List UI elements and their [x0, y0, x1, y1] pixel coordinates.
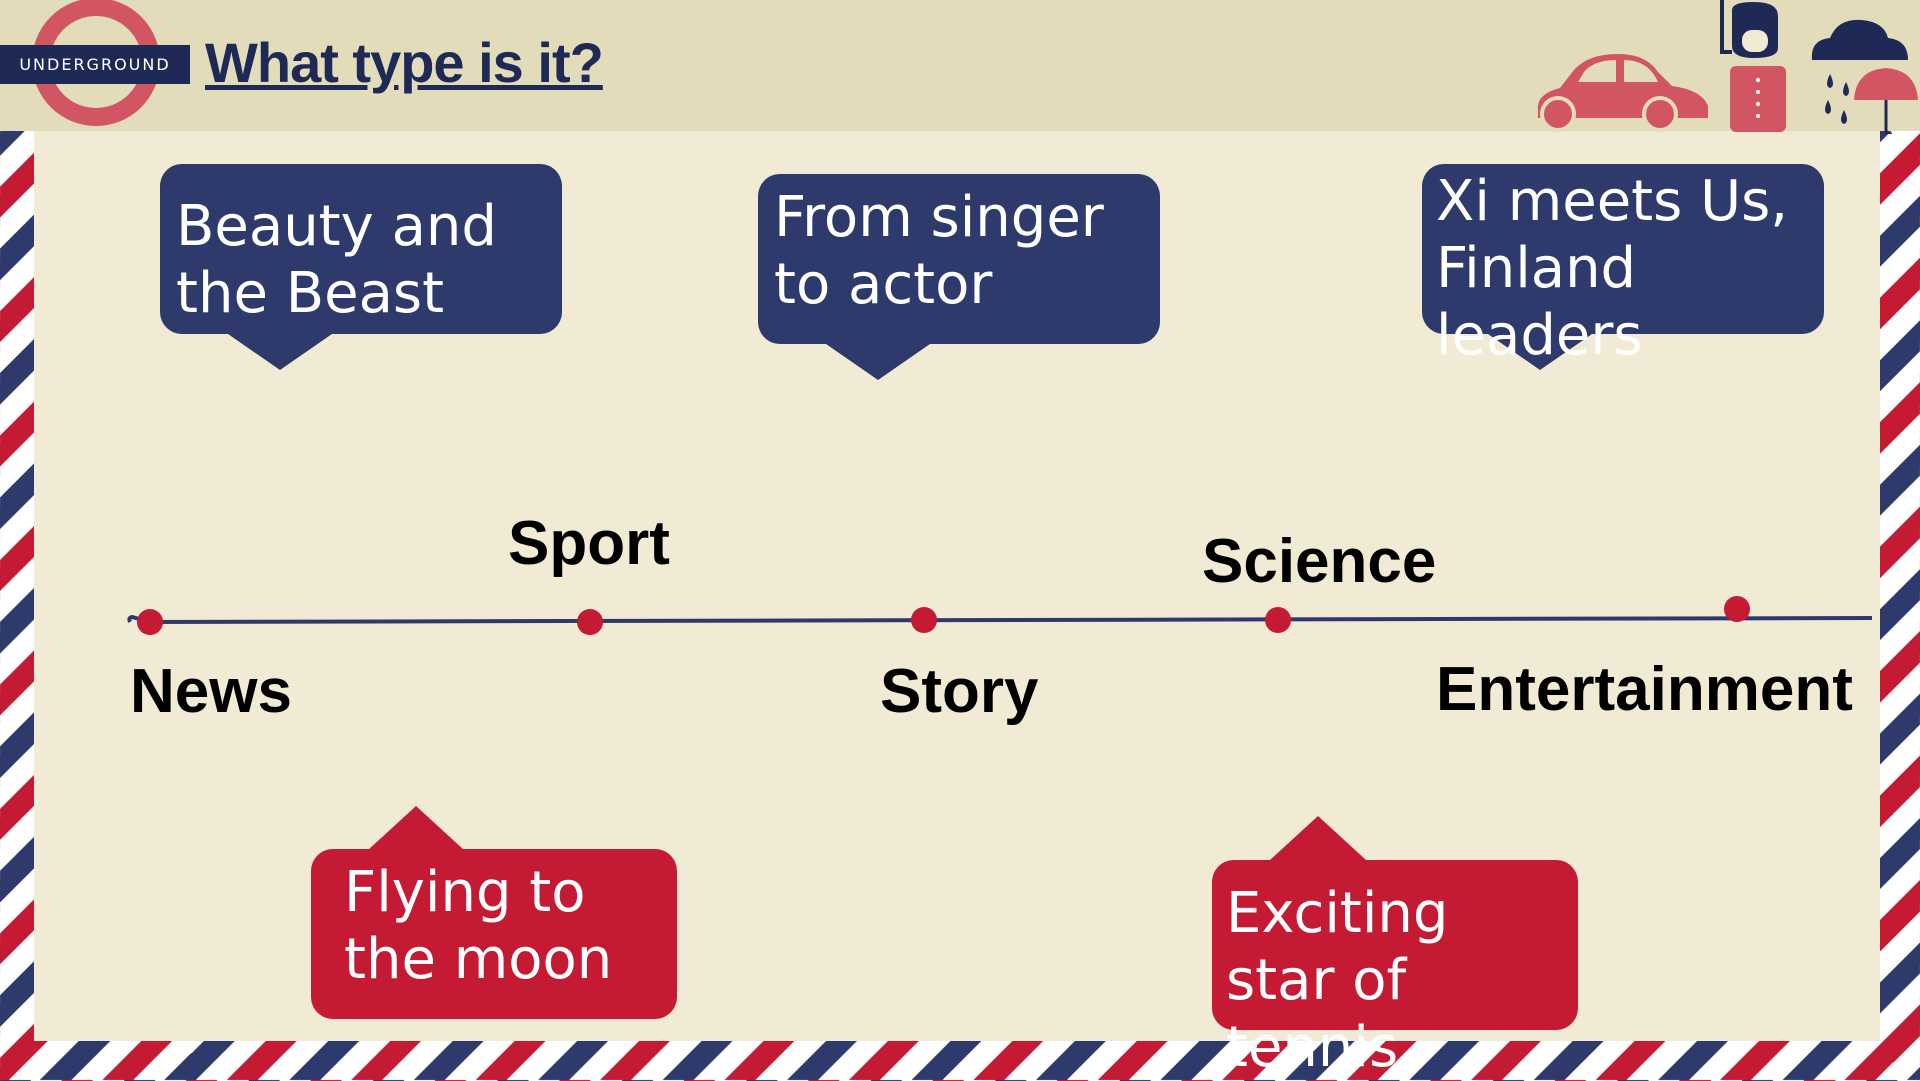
bubble-tail-tennis	[1270, 816, 1366, 860]
timeline-dot-sport	[577, 609, 603, 635]
timeline-dot-story	[911, 607, 937, 633]
timeline-dot-news	[137, 609, 163, 635]
bubble-tail-beauty	[228, 334, 332, 370]
timeline-dot-entertainment	[1724, 596, 1750, 622]
timeline-dot-science	[1265, 607, 1291, 633]
bubble-from-singer-to-actor[interactable]: From singer to actor	[758, 174, 1160, 344]
rain-cloud-icon	[1811, 19, 1908, 124]
page-title: What type is it?	[205, 31, 604, 94]
bubble-tail-xi	[1488, 334, 1592, 370]
umbrella-icon	[1854, 68, 1918, 134]
bubble-tail-singer	[826, 344, 930, 380]
category-entertainment: Entertainment	[1436, 655, 1853, 724]
timeline-line	[127, 614, 1873, 625]
category-science: Science	[1202, 527, 1437, 596]
car-icon	[1537, 54, 1708, 132]
bubble-tail-moon	[368, 806, 464, 850]
bubble-xi-meets-us-finland-leaders[interactable]: Xi meets Us, Finland leaders	[1422, 164, 1824, 368]
bubble-flying-to-the-moon[interactable]: Flying to the moon	[311, 849, 677, 1019]
bubble-exciting-star-of-tennis[interactable]: Exciting star of tennis	[1212, 860, 1578, 1080]
underground-logo-label: UNDERGROUND	[0, 45, 190, 84]
category-news: News	[130, 657, 292, 726]
category-story: Story	[880, 657, 1039, 726]
guard-icon	[1720, 0, 1786, 132]
bubble-beauty-and-the-beast[interactable]: Beauty and the Beast	[160, 164, 562, 334]
category-sport: Sport	[508, 509, 670, 578]
